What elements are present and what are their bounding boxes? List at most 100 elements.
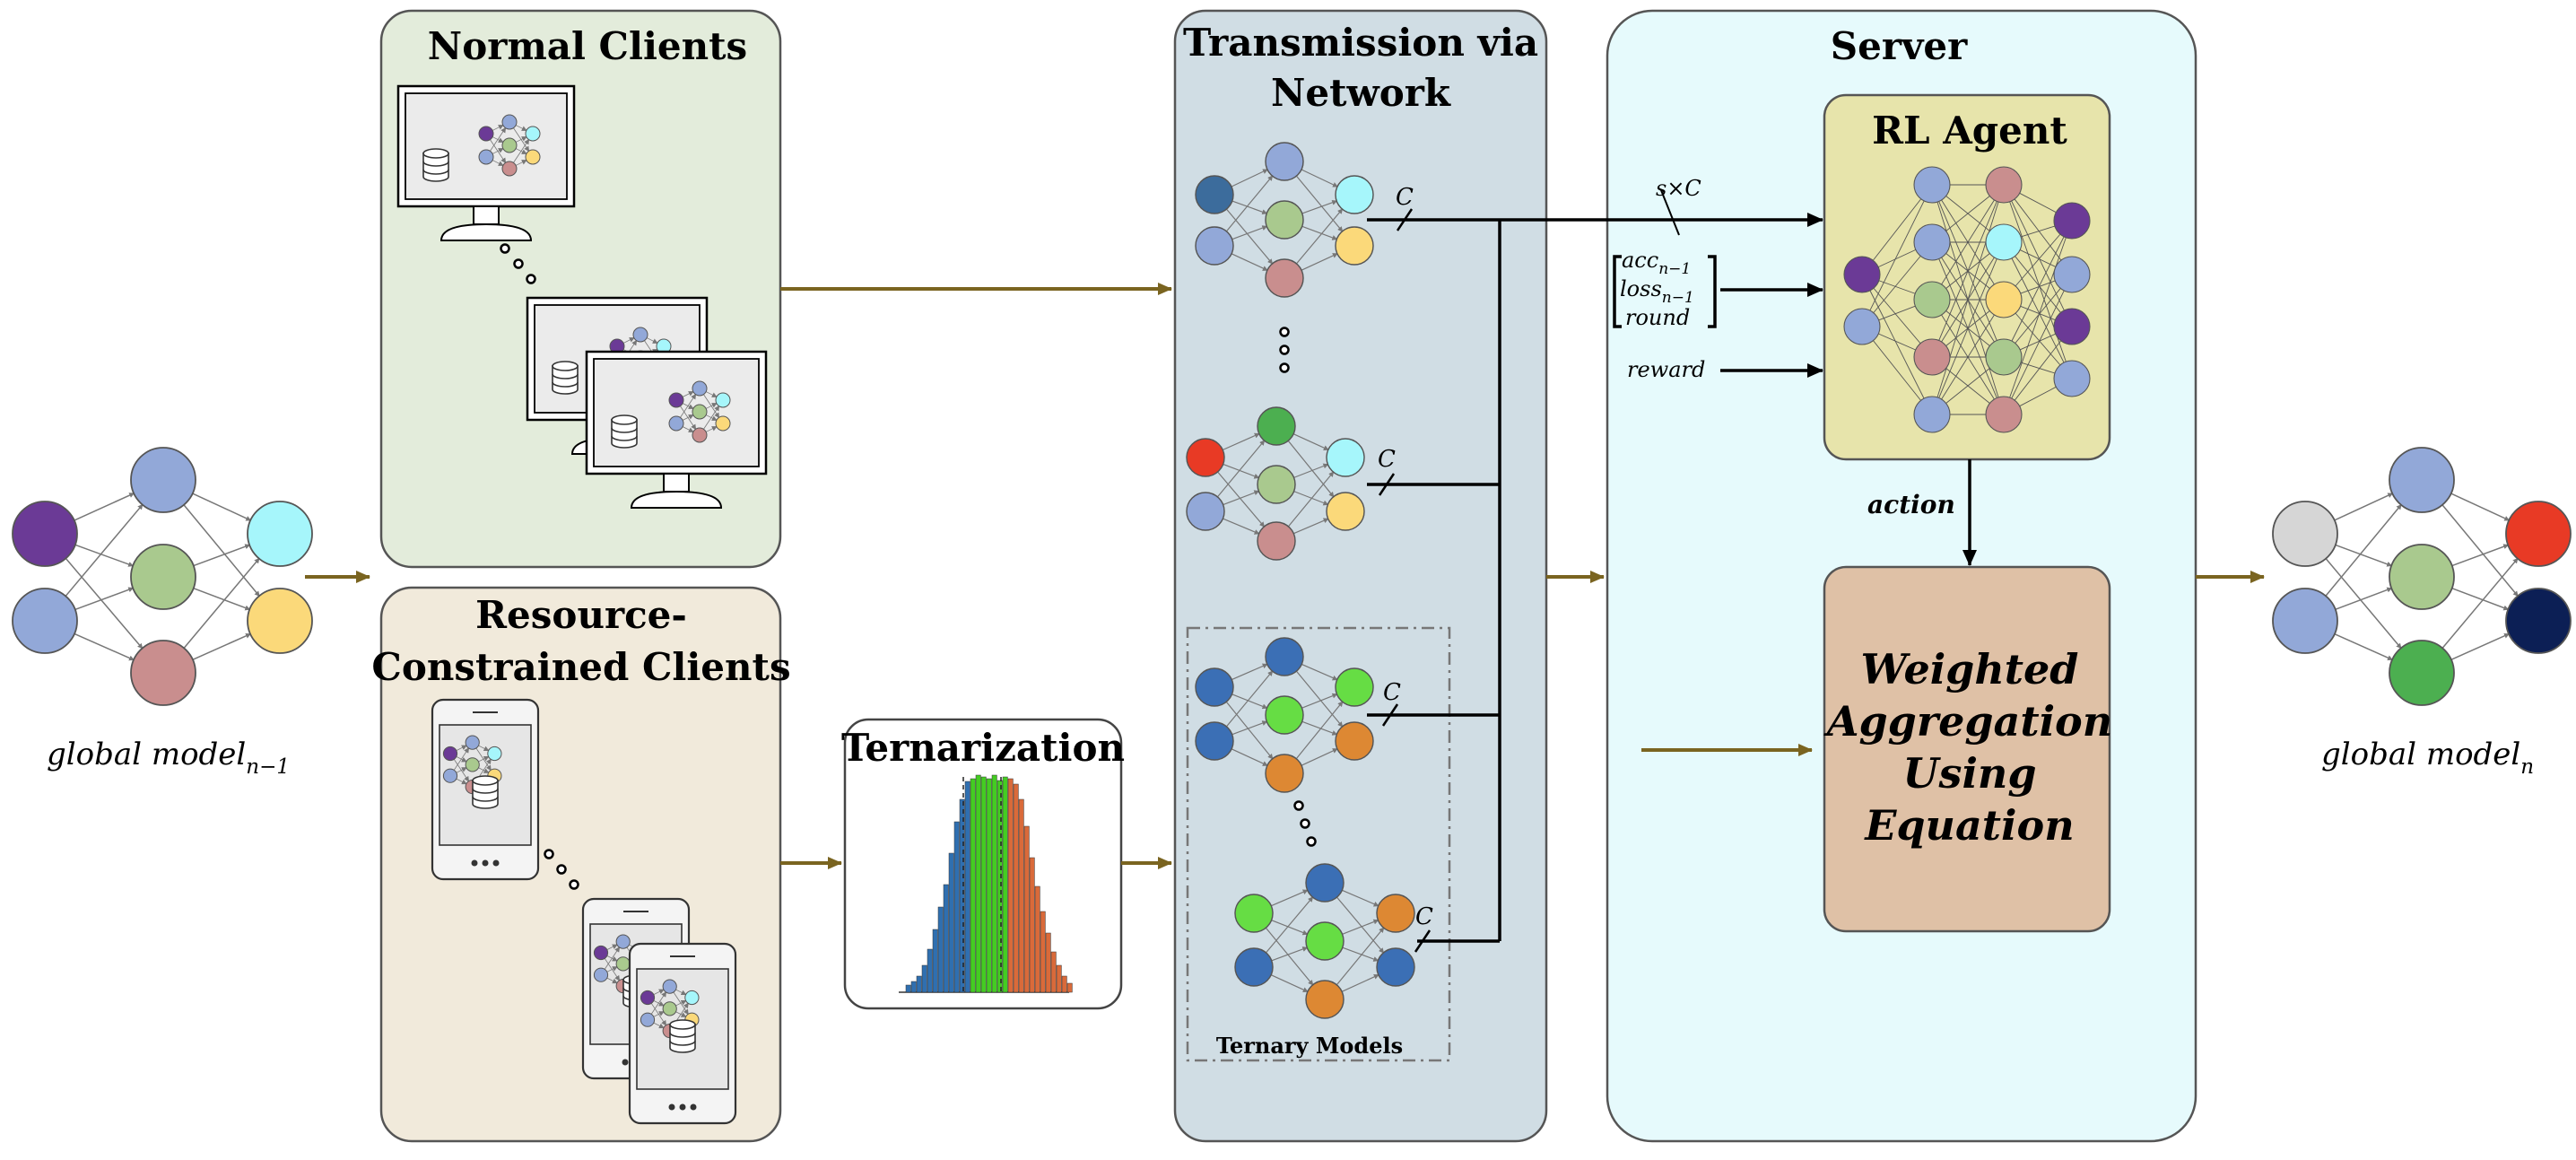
histogram-bar bbox=[1034, 885, 1040, 993]
histogram-bar bbox=[991, 774, 997, 993]
histogram-bar bbox=[975, 774, 981, 993]
network-node bbox=[2272, 501, 2338, 567]
network-node bbox=[1843, 256, 1881, 293]
phone-icon bbox=[628, 942, 737, 1125]
network-node bbox=[1985, 166, 2023, 204]
network-node bbox=[640, 990, 656, 1006]
network-node bbox=[1195, 175, 1234, 214]
histogram-bar bbox=[980, 776, 987, 993]
network-node bbox=[662, 1001, 677, 1016]
flow-arrows bbox=[305, 283, 2265, 869]
network-node bbox=[1195, 226, 1234, 266]
channel-label-4: C bbox=[1415, 903, 1433, 930]
network-node bbox=[715, 415, 731, 432]
network-node bbox=[501, 114, 518, 130]
network-node bbox=[1985, 338, 2023, 376]
network-node bbox=[2505, 588, 2572, 654]
network-node bbox=[615, 956, 631, 972]
channel-label-3: C bbox=[1383, 679, 1401, 706]
server-title: Server bbox=[1831, 24, 1968, 68]
network-node bbox=[525, 149, 541, 165]
histogram-bar bbox=[1002, 776, 1008, 993]
constrained-clients-title-line2: Constrained Clients bbox=[371, 645, 790, 689]
database-icon bbox=[669, 1019, 696, 1053]
network-node bbox=[1913, 396, 1951, 433]
aggregation-line1: Weighted bbox=[1861, 645, 2079, 693]
device-mini-network bbox=[478, 114, 541, 177]
network-node bbox=[615, 934, 631, 949]
network-node bbox=[247, 501, 313, 567]
network-node bbox=[1195, 667, 1234, 707]
monitor-icon bbox=[585, 350, 768, 509]
network-node bbox=[593, 945, 609, 961]
network-node bbox=[1257, 521, 1296, 561]
loss-label: lossn−1 bbox=[1620, 276, 1694, 307]
histogram-bar bbox=[953, 821, 960, 993]
network-node bbox=[1985, 396, 2023, 433]
network-node bbox=[692, 380, 708, 397]
ternarization-histogram bbox=[899, 774, 1073, 993]
rl-agent-title: RL Agent bbox=[1872, 109, 2067, 153]
network-node bbox=[668, 392, 684, 408]
histogram-bar bbox=[943, 884, 949, 993]
action-label: action bbox=[1867, 490, 1955, 519]
histogram-bar bbox=[1018, 798, 1024, 993]
acc-label: accn−1 bbox=[1622, 248, 1691, 278]
network-node bbox=[1913, 281, 1951, 318]
network-node bbox=[1335, 226, 1374, 266]
network-node bbox=[684, 990, 700, 1006]
network-node bbox=[525, 126, 541, 142]
network-node bbox=[1985, 281, 2023, 318]
network-node bbox=[465, 757, 480, 772]
ternary-model-1 bbox=[1195, 637, 1374, 793]
histogram-bar bbox=[970, 778, 976, 993]
ternarization-title: Ternarization bbox=[841, 726, 1125, 770]
histogram-bar bbox=[1023, 825, 1030, 993]
histogram-bar bbox=[964, 781, 970, 993]
round-label: round bbox=[1625, 305, 1690, 330]
channel-label-2: C bbox=[1378, 446, 1396, 473]
network-node bbox=[2053, 360, 2091, 397]
histogram-bar bbox=[1013, 783, 1019, 993]
network-node bbox=[1335, 175, 1374, 214]
reward-label: reward bbox=[1627, 357, 1705, 382]
network-node bbox=[130, 544, 196, 610]
network-node bbox=[2053, 256, 2091, 293]
network-node bbox=[2272, 588, 2338, 654]
histogram-bar bbox=[937, 906, 944, 993]
histogram-bar bbox=[910, 981, 917, 993]
network-node bbox=[1186, 438, 1225, 477]
network-node bbox=[1257, 465, 1296, 504]
network-node bbox=[1186, 492, 1225, 531]
network-node bbox=[1985, 223, 2023, 261]
network-node bbox=[1326, 492, 1365, 531]
network-node bbox=[1913, 338, 1951, 376]
device-mini-network bbox=[668, 380, 731, 443]
ternary-models-label: Ternary Models bbox=[1216, 1033, 1403, 1059]
network-node bbox=[1265, 200, 1304, 240]
transmission-bus bbox=[1367, 189, 1977, 953]
network-node bbox=[632, 327, 648, 343]
histogram-bar bbox=[986, 778, 992, 993]
network-node bbox=[2053, 202, 2091, 240]
network-node bbox=[12, 588, 78, 654]
global-model-next bbox=[2272, 447, 2572, 706]
network-node bbox=[478, 126, 494, 142]
network-node bbox=[1305, 980, 1345, 1019]
network-node bbox=[487, 746, 502, 762]
database-icon bbox=[611, 414, 638, 449]
histogram-bar bbox=[1066, 982, 1073, 993]
network-node bbox=[640, 1012, 656, 1027]
network-node bbox=[662, 979, 677, 994]
transmission-ellipsis bbox=[1279, 327, 1317, 847]
network-node bbox=[501, 161, 518, 177]
network-node bbox=[1376, 894, 1415, 933]
network-node bbox=[692, 404, 708, 420]
histogram-bar bbox=[1045, 932, 1051, 993]
histogram-bar bbox=[996, 780, 1003, 993]
transmission-title-line2: Network bbox=[1271, 71, 1451, 115]
transmitted-model-2 bbox=[1186, 406, 1365, 561]
global-model-prev-label: global modeln−1 bbox=[47, 737, 290, 779]
histogram-bar bbox=[1061, 975, 1067, 993]
